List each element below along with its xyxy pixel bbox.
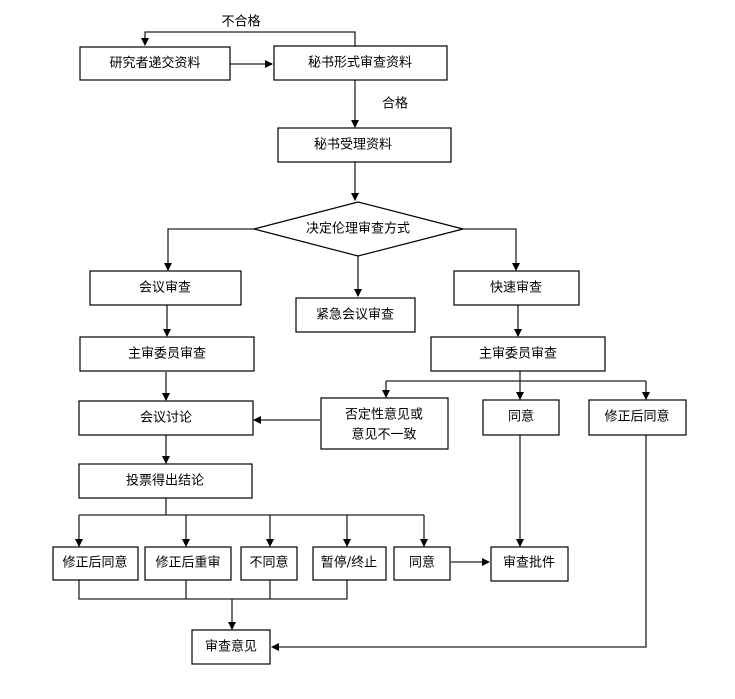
- node-opinion-label: 审查意见: [205, 639, 257, 655]
- node-main-reviewer-left-label: 主审委员审查: [128, 347, 206, 362]
- node-modify-agree-right-label: 修正后同意: [604, 409, 669, 425]
- node-suspend-terminate: 暂停/终止: [312, 546, 387, 581]
- edge-decide-to-meeting: [164, 228, 254, 271]
- node-agree-bottom: 同意: [393, 546, 451, 581]
- node-negative: 否定性意见或 意见不一致: [320, 397, 449, 450]
- edge-fail-loop: [141, 31, 356, 46]
- node-submit: 研究者递交资料: [79, 46, 231, 81]
- node-opinion: 审查意见: [191, 629, 271, 665]
- node-main-reviewer-left: 主审委员审查: [79, 336, 255, 372]
- node-form-review-label: 秘书形式审查资料: [308, 56, 412, 71]
- connectors: [75, 31, 650, 651]
- node-vote-label: 投票得出结论: [126, 473, 204, 489]
- node-meeting-review-label: 会议审查: [139, 281, 191, 296]
- node-main-reviewer-right: 主审委员审查: [430, 336, 606, 372]
- node-modify-agree: 修正后同意: [52, 546, 139, 581]
- label-pass: 合格: [382, 96, 408, 112]
- label-fail: 不合格: [221, 14, 260, 30]
- node-vote: 投票得出结论: [78, 463, 253, 499]
- node-form-review: 秘书形式审查资料: [273, 45, 448, 81]
- node-meeting-discussion-label: 会议讨论: [140, 411, 192, 426]
- edge-modify-right-to-opinion: [271, 435, 647, 651]
- node-fast-review: 快速审查: [453, 270, 580, 306]
- node-modify-agree-label: 修正后同意: [62, 555, 127, 571]
- node-submit-label: 研究者递交资料: [109, 55, 200, 71]
- node-negative-label-line2: 意见不一致: [351, 427, 416, 443]
- node-accept-label: 秘书受理资料: [314, 138, 392, 153]
- edge-outcomes-bus: [78, 580, 348, 600]
- node-agree-bottom-label: 同意: [409, 555, 435, 571]
- node-decide: 决定伦理审查方式: [251, 201, 464, 257]
- node-agree-right: 同意: [482, 399, 560, 436]
- node-disagree: 不同意: [240, 546, 298, 581]
- node-modify-resubmit-label: 修正后重审: [155, 555, 220, 571]
- node-accept: 秘书受理资料: [277, 127, 452, 163]
- node-approval-label: 审查批件: [503, 556, 555, 571]
- node-agree-right-label: 同意: [508, 409, 534, 425]
- node-approval: 审查批件: [490, 546, 569, 582]
- node-negative-label-line1: 否定性意见或: [345, 407, 423, 423]
- edge-decide-to-fast: [463, 228, 520, 271]
- node-suspend-terminate-label: 暂停/终止: [321, 555, 377, 571]
- node-emergency-review: 紧急会议审查: [295, 297, 416, 333]
- node-disagree-label: 不同意: [249, 555, 288, 571]
- node-decide-label: 决定伦理审查方式: [306, 221, 410, 237]
- node-fast-review-label: 快速审查: [490, 281, 542, 296]
- node-meeting-discussion: 会议讨论: [78, 400, 254, 436]
- node-modify-agree-right: 修正后同意: [588, 399, 687, 436]
- node-meeting-review: 会议审查: [89, 270, 242, 306]
- node-emergency-review-label: 紧急会议审查: [316, 308, 394, 323]
- node-modify-resubmit: 修正后重审: [144, 546, 232, 581]
- node-main-reviewer-right-label: 主审委员审查: [479, 347, 557, 362]
